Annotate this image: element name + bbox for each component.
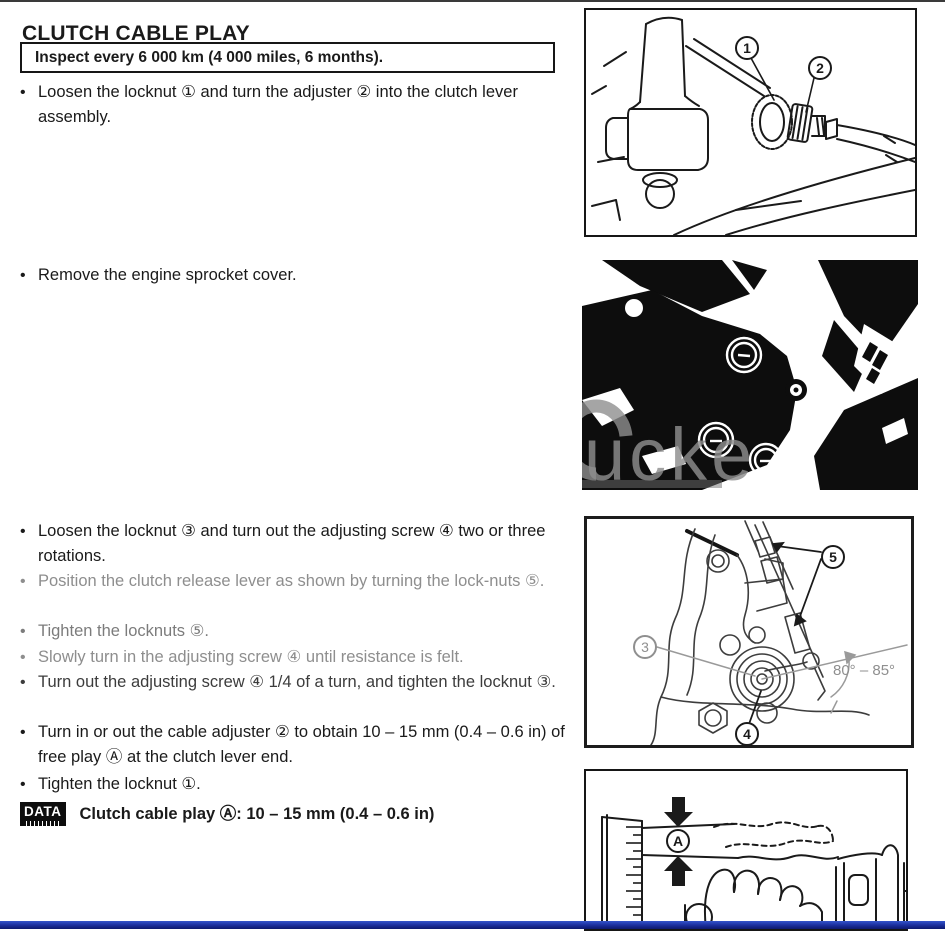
instruction-text: Tighten the locknut ①. (38, 775, 201, 793)
ruler-ticks-icon (25, 821, 60, 826)
callout-a: A (666, 829, 690, 853)
callout-2: 2 (808, 56, 832, 80)
instruction-bullet: • Loosen the locknut ① and turn the adju… (20, 80, 568, 130)
figure-clutch-lever-adjuster: 1 2 (584, 8, 917, 237)
bullet-dot: • (20, 623, 26, 640)
page-title: CLUTCH CABLE PLAY (22, 22, 250, 46)
instruction-bullet: • Position the clutch release lever as s… (20, 569, 568, 594)
data-spec-text: Clutch cable play Ⓐ: 10 – 15 mm (0.4 – 0… (79, 805, 435, 823)
instruction-text: Tighten the locknuts ⑤. (38, 622, 210, 640)
instruction-bullet: • Turn out the adjusting screw ④ 1/4 of … (20, 670, 568, 695)
instruction-bullet: • Tighten the locknut ①. (20, 772, 568, 797)
clutch-release-lever-diagram (650, 520, 908, 745)
instruction-text: Slowly turn in the adjusting screw ④ unt… (38, 648, 464, 666)
figure-engine-sprocket-cover: ucke (582, 260, 918, 496)
bullet-dot: • (20, 674, 26, 691)
bullet-dot: • (20, 724, 26, 741)
bullet-dot: • (20, 776, 26, 793)
instruction-bullet: • Loosen the locknut ③ and turn out the … (20, 519, 568, 569)
callout-3: 3 (633, 635, 657, 659)
data-badge-label: DATA (24, 804, 62, 819)
callout-1: 1 (735, 36, 759, 60)
instruction-bullet: • Turn in or out the cable adjuster ② to… (20, 720, 568, 770)
inspect-interval-box: Inspect every 6 000 km (4 000 miles, 6 m… (20, 42, 555, 73)
bullet-dot: • (20, 523, 26, 540)
figure-clutch-release-lever: 5 3 4 80° – 85° (584, 516, 914, 748)
inspect-interval-text: Inspect every 6 000 km (4 000 miles, 6 m… (35, 48, 384, 66)
bullet-dot: • (20, 84, 26, 101)
bullet-dot: • (20, 573, 26, 590)
instruction-bullet: • Remove the engine sprocket cover. (20, 263, 568, 288)
instruction-text: Position the clutch release lever as sho… (38, 572, 545, 590)
instruction-text: Turn in or out the cable adjuster ② to o… (38, 723, 565, 766)
instruction-text: Turn out the adjusting screw ④ 1/4 of a … (38, 673, 556, 691)
footer-blue-bar (0, 921, 945, 929)
data-badge: DATA (20, 802, 66, 826)
callout-5: 5 (821, 545, 845, 569)
figure-free-play-measurement: A (584, 769, 908, 931)
instruction-text: Loosen the locknut ① and turn the adjust… (38, 83, 518, 126)
free-play-measurement-illustration (601, 797, 906, 929)
instruction-text: Remove the engine sprocket cover. (38, 266, 297, 284)
callout-4: 4 (735, 722, 759, 746)
photo-watermark: ucke (584, 413, 757, 496)
instruction-text: Loosen the locknut ③ and turn out the ad… (38, 522, 546, 565)
instruction-bullet: • Tighten the locknuts ⑤. (20, 619, 568, 644)
page-top-rule (0, 0, 945, 2)
bullet-dot: • (20, 267, 26, 284)
clutch-lever-adjuster-illustration (591, 16, 915, 235)
engine-sprocket-cover-photo (582, 260, 918, 490)
bullet-dot: • (20, 649, 26, 666)
data-spec-line: DATA Clutch cable play Ⓐ: 10 – 15 mm (0.… (20, 802, 434, 826)
angle-range-label: 80° – 85° (833, 662, 896, 679)
instruction-bullet: • Slowly turn in the adjusting screw ④ u… (20, 645, 568, 670)
